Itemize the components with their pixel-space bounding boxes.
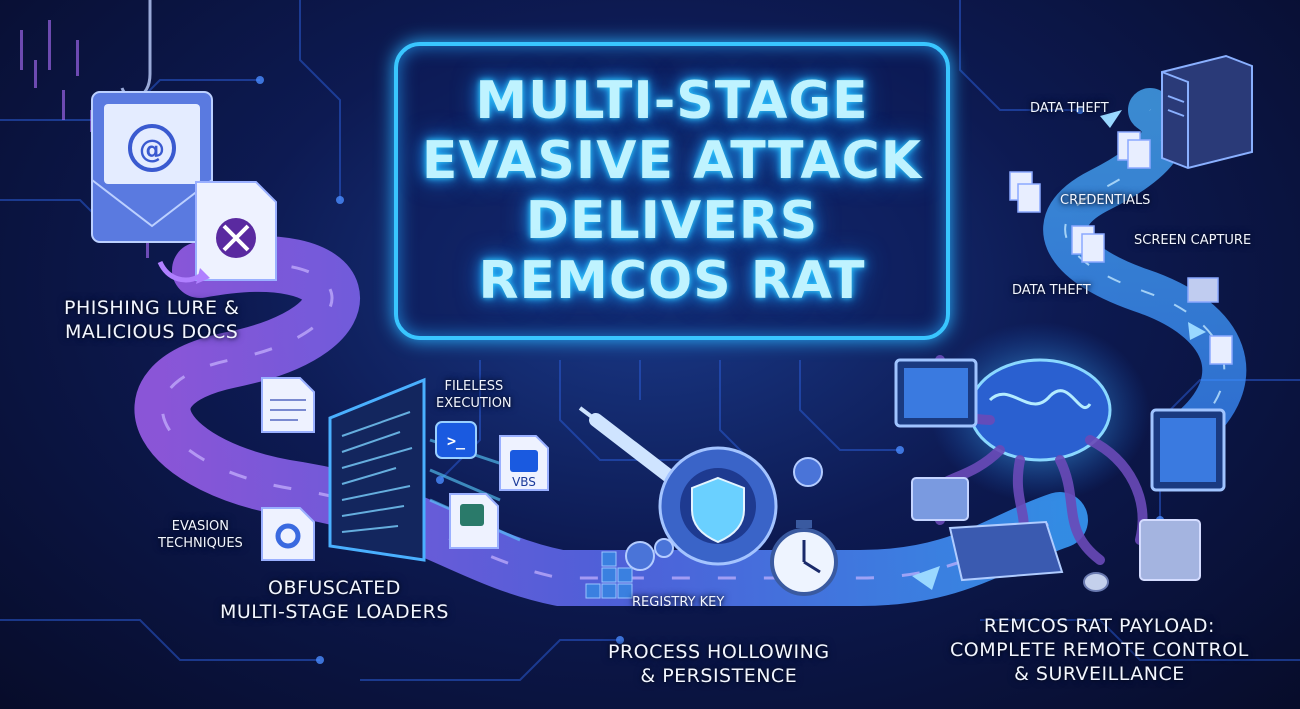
vbs-file-icon: VBS xyxy=(499,435,549,491)
folder-icon xyxy=(911,477,969,521)
svg-text:VBS: VBS xyxy=(512,475,536,489)
stage-hollowing-line2: & PERSISTENCE xyxy=(640,665,798,687)
malicious-document-icon xyxy=(195,181,277,281)
keyboard-icon xyxy=(948,520,1064,582)
stage-phishing-label: PHISHING LURE & MALICIOUS DOCS xyxy=(64,296,239,344)
code-panel xyxy=(328,377,426,562)
fileless-line1: FILELESS xyxy=(444,379,504,394)
credentials-label: CREDENTIALS xyxy=(1060,193,1151,208)
gear-document-icon xyxy=(261,507,315,561)
shield-icon xyxy=(691,476,745,544)
powershell-icon: >_ xyxy=(435,421,477,459)
stage-payload-label: REMCOS RAT PAYLOAD: COMPLETE REMOTE CONT… xyxy=(950,614,1249,686)
title-box: MULTI-STAGE EVASIVE ATTACK DELIVERS REMC… xyxy=(394,42,950,340)
stage-hollowing-line1: PROCESS HOLLOWING xyxy=(608,641,830,663)
title-line-2: EVASIVE ATTACK xyxy=(421,131,923,191)
monitor-icon xyxy=(894,358,978,428)
stage-phishing-line1: PHISHING LURE & xyxy=(64,297,240,319)
arrow-icon xyxy=(157,260,202,283)
evasion-line2: TECHNIQUES xyxy=(158,536,243,551)
stage-hollowing-label: PROCESS HOLLOWING & PERSISTENCE xyxy=(608,640,830,688)
stage-loaders-line2: MULTI-STAGE LOADERS xyxy=(220,601,449,623)
stage-payload-line2: COMPLETE REMOTE CONTROL xyxy=(950,639,1249,661)
registry-blocks-icon xyxy=(585,551,633,599)
title-line-4: REMCOS RAT xyxy=(478,251,866,311)
circuit-traces xyxy=(0,0,1300,681)
stage-payload-line3: & SURVEILLANCE xyxy=(1014,663,1185,685)
stage-payload-line1: REMCOS RAT PAYLOAD: xyxy=(983,615,1215,637)
screen-capture-label: SCREEN CAPTURE xyxy=(1134,233,1252,248)
server-icon xyxy=(1161,54,1253,170)
data-theft-top-label: DATA THEFT xyxy=(1030,101,1109,116)
svg-text:>_: >_ xyxy=(447,432,466,450)
stage-loaders-line1: OBFUSCATED xyxy=(267,577,401,599)
stage-phishing-line2: MALICIOUS DOCS xyxy=(65,321,239,343)
folder-icon-right xyxy=(1139,519,1201,581)
evasion-line1: EVASION xyxy=(171,519,229,534)
path-arrows xyxy=(912,110,1206,590)
registry-key-label: REGISTRY KEY xyxy=(632,595,725,610)
mouse-icon xyxy=(1083,572,1109,592)
email-at-symbol: @ xyxy=(139,135,165,165)
fileless-label: FILELESS EXECUTION xyxy=(436,378,512,412)
monitor-icon-right xyxy=(1150,408,1226,492)
script-document-icon xyxy=(261,377,315,433)
small-gear-icon xyxy=(625,457,823,571)
stopwatch-icon xyxy=(770,520,838,596)
fishing-hook-icon xyxy=(120,0,152,99)
data-theft-bottom-label: DATA THEFT xyxy=(1012,283,1091,298)
evasion-label: EVASION TECHNIQUES xyxy=(158,518,243,552)
stage-loaders-label: OBFUSCATED MULTI-STAGE LOADERS xyxy=(220,576,449,624)
data-file-icons xyxy=(1009,131,1233,365)
fileless-line2: EXECUTION xyxy=(436,396,512,411)
title-line-3: DELIVERS xyxy=(525,191,819,251)
title-line-1: MULTI-STAGE xyxy=(475,71,869,131)
email-envelope-icon: @ xyxy=(91,91,213,243)
loader-script-icon xyxy=(449,493,499,549)
